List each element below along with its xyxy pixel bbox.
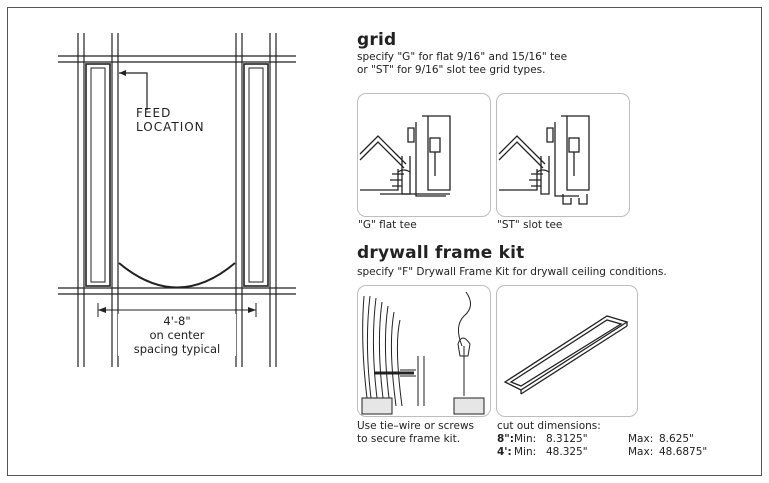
frame-kit-detail xyxy=(496,285,638,417)
drywall-heading: drywall frame kit xyxy=(357,243,525,263)
flat-tee-drawing xyxy=(359,115,451,197)
grid-desc-line1: specify "G" for flat 9/16" and 15/16" te… xyxy=(357,51,568,63)
tie-wire-note: Use tie–wire or screws to secure frame k… xyxy=(357,420,474,446)
tie-wire-drawing xyxy=(361,291,485,415)
grid-desc-line2: or "ST" for 9/16" slot tee grid types. xyxy=(357,64,546,76)
flat-tee-detail xyxy=(357,93,491,217)
cut-size-8: 8": xyxy=(497,433,514,445)
note-line1: Use tie–wire or screws xyxy=(357,420,475,432)
slot-tee-drawing xyxy=(498,115,590,205)
cut-max-8: 8.625" xyxy=(659,433,694,445)
feed-location-label: FEED LOCATION xyxy=(136,106,205,134)
dim-line2: on center xyxy=(149,328,205,342)
grid-heading: grid xyxy=(357,30,397,50)
cut-row-4: 4': Min: 48.325" Max: 48.6875" xyxy=(497,446,757,459)
cut-out-dimensions: cut out dimensions: 8": Min: 8.3125" Max… xyxy=(497,420,757,459)
cut-min-8: 8.3125" xyxy=(546,433,588,445)
slot-tee-caption: "ST" slot tee xyxy=(497,219,563,231)
page-frame xyxy=(7,7,762,476)
cut-min-label-8: Min: xyxy=(514,433,537,445)
cut-size-4: 4': xyxy=(497,446,512,458)
note-line2: to secure frame kit. xyxy=(357,433,461,445)
cut-row-8: 8": Min: 8.3125" Max: 8.625" xyxy=(497,433,757,446)
tie-wire-detail xyxy=(357,285,491,417)
cut-title: cut out dimensions: xyxy=(497,420,601,432)
cut-max-4: 48.6875" xyxy=(659,446,708,458)
slot-tee-detail xyxy=(496,93,630,217)
grid-description: specify "G" for flat 9/16" and 15/16" te… xyxy=(357,51,567,77)
flat-tee-caption: "G" flat tee xyxy=(358,219,417,231)
spacing-dimension-label: 4'-8" on center spacing typical xyxy=(118,314,236,356)
feed-label-line2: LOCATION xyxy=(136,120,205,134)
cut-min-label-4: Min: xyxy=(514,446,537,458)
cut-max-label-4: Max: xyxy=(628,446,654,458)
drywall-description: specify "F" Drywall Frame Kit for drywal… xyxy=(357,266,667,278)
cut-min-4: 48.325" xyxy=(546,446,588,458)
frame-kit-drawing xyxy=(503,315,629,395)
dim-line3: spacing typical xyxy=(133,342,221,356)
cut-max-label-8: Max: xyxy=(628,433,654,445)
dim-value: 4'-8" xyxy=(163,314,191,328)
feed-label-line1: FEED xyxy=(136,106,172,120)
